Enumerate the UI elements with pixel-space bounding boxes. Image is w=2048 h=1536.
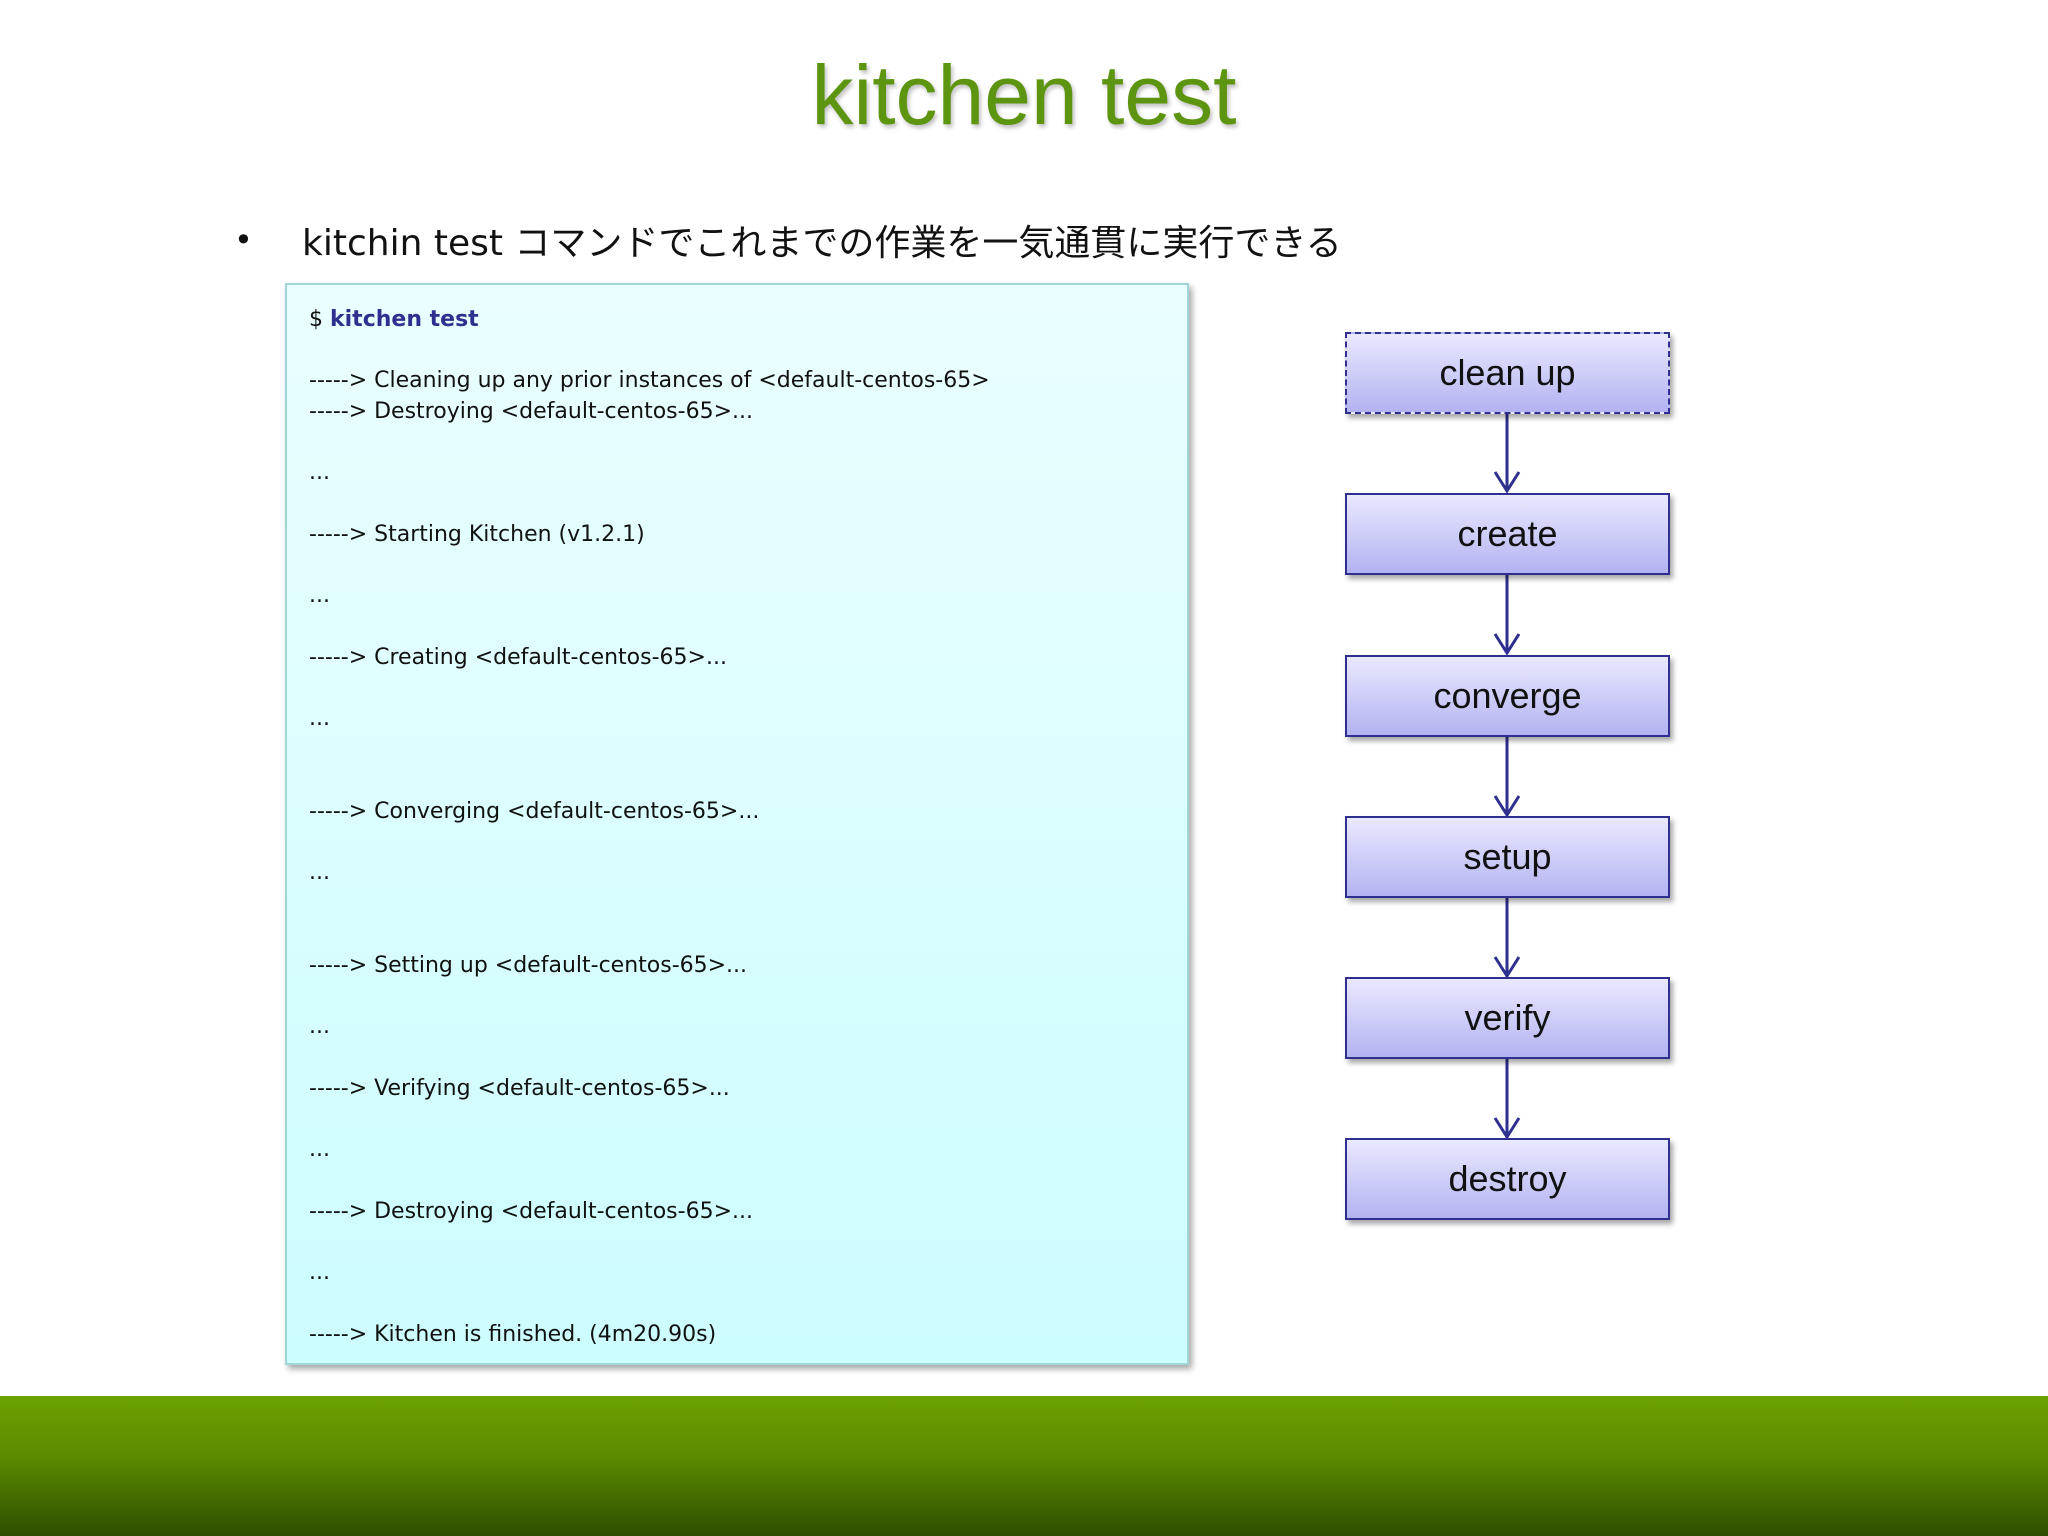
flow-arrowhead <box>1493 1117 1521 1140</box>
bullet-item: • kitchin test コマンドでこれまでの作業を一気通貫に実行できる <box>234 210 1342 270</box>
flow-step-setup: setup <box>1345 816 1670 898</box>
terminal-line: ... <box>309 460 330 485</box>
terminal-line: -----> Starting Kitchen (v1.2.1) <box>309 522 645 547</box>
bullet-marker: • <box>234 221 253 259</box>
terminal-prompt-line: $ kitchen test <box>309 305 479 335</box>
flow-arrowhead <box>1493 633 1521 656</box>
flow-arrowhead <box>1493 956 1521 979</box>
terminal-line: ... <box>309 1137 330 1162</box>
terminal-line: ... <box>309 860 330 885</box>
terminal-line: -----> Cleaning up any prior instances o… <box>309 368 990 393</box>
terminal-line: -----> Kitchen is finished. (4m20.90s) <box>309 1322 717 1347</box>
terminal-line: ... <box>309 706 330 731</box>
flow-step-destroy: destroy <box>1345 1138 1670 1220</box>
terminal-line: -----> Converging <default-centos-65>... <box>309 799 760 824</box>
prompt-symbol: $ <box>309 307 330 332</box>
terminal-line: ... <box>309 1260 330 1285</box>
flow-step-converge: converge <box>1345 655 1670 737</box>
flow-step-create: create <box>1345 493 1670 575</box>
terminal-line: -----> Setting up <default-centos-65>... <box>309 953 748 978</box>
terminal-line: -----> Destroying <default-centos-65>... <box>309 1199 753 1224</box>
slide-title: kitchen test <box>811 48 1237 142</box>
terminal-output-panel: $ kitchen test -----> Cleaning up any pr… <box>285 283 1189 1365</box>
footer-band <box>0 1396 2048 1536</box>
terminal-line: -----> Destroying <default-centos-65>... <box>309 399 753 424</box>
terminal-line: ... <box>309 583 330 608</box>
prompt-command: kitchen test <box>330 307 479 332</box>
terminal-line: -----> Verifying <default-centos-65>... <box>309 1076 730 1101</box>
flow-arrowhead <box>1493 795 1521 818</box>
flow-step-clean-up: clean up <box>1345 332 1670 414</box>
flow-step-verify: verify <box>1345 977 1670 1059</box>
terminal-line: ... <box>309 1014 330 1039</box>
flow-arrowhead <box>1493 471 1521 494</box>
bullet-text: kitchin test コマンドでこれまでの作業を一気通貫に実行できる <box>302 223 1342 264</box>
terminal-line: -----> Creating <default-centos-65>... <box>309 645 727 670</box>
